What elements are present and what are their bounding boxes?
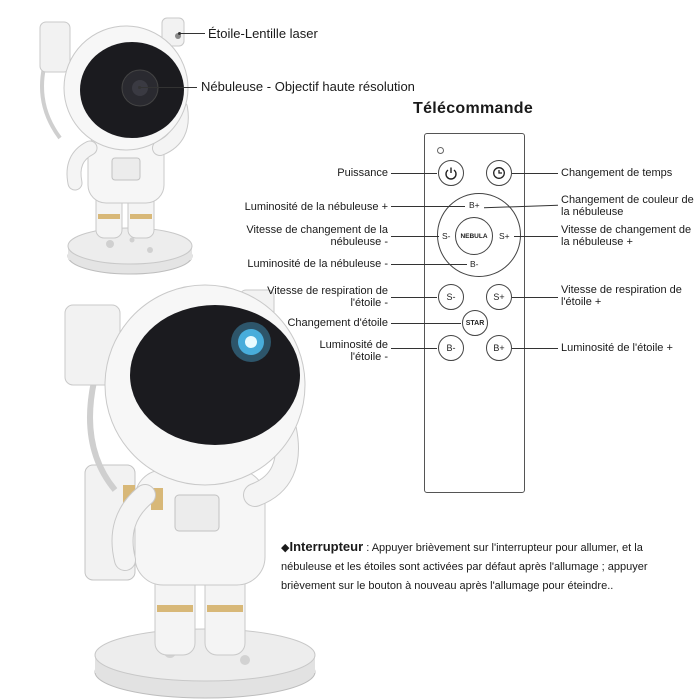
- laser-lens-line: [180, 33, 205, 34]
- nebula-lens-annotation: Nébuleuse - Objectif haute résolution: [201, 79, 415, 94]
- label-nebula-color: Changement de couleur de la nébuleuse: [561, 194, 694, 218]
- label-nebula-brightness-up: Luminosité de la nébuleuse +: [244, 201, 388, 213]
- nebula-speed-down-key[interactable]: S-: [442, 231, 451, 241]
- line-nebula-brightness-up: [391, 206, 465, 207]
- star-brightness-up-button[interactable]: B+: [486, 335, 512, 361]
- switch-note: ◆Interrupteur : Appuyer brièvement sur l…: [281, 537, 681, 596]
- line-star-brightness-down: [391, 348, 437, 349]
- power-button[interactable]: [438, 160, 464, 186]
- note-text: : Appuyer brièvement sur l'interrupteur …: [281, 542, 648, 592]
- label-nebula-speed-down: Vitesse de changement de la nébuleuse -: [246, 224, 388, 248]
- nebula-control-ring: [437, 193, 521, 277]
- laser-lens-annotation: Étoile-Lentille laser: [208, 26, 318, 41]
- nebula-speed-up-key[interactable]: S+: [499, 231, 510, 241]
- nebula-brightness-down-key[interactable]: B-: [470, 259, 479, 269]
- astronaut-large-illustration: [64, 284, 316, 699]
- star-breath-down-button[interactable]: S-: [438, 284, 464, 310]
- line-star-breath-down: [391, 297, 437, 298]
- astronaut-small-illustration: [39, 17, 193, 275]
- star-breath-up-button[interactable]: S+: [486, 284, 512, 310]
- label-star-breath-down: Vitesse de respiration de l'étoile -: [267, 285, 388, 309]
- timer-button[interactable]: [486, 160, 512, 186]
- line-power: [391, 173, 437, 174]
- laser-lens-pointer: [178, 32, 181, 35]
- star-brightness-down-button[interactable]: B-: [438, 335, 464, 361]
- line-star-change: [391, 323, 461, 324]
- line-nebula-speed-up: [514, 236, 558, 237]
- label-nebula-brightness-down: Luminosité de la nébuleuse -: [247, 258, 388, 270]
- line-star-brightness-up: [512, 348, 558, 349]
- remote-title: Télécommande: [413, 100, 534, 117]
- nebula-color-button[interactable]: NEBULA: [455, 217, 493, 255]
- label-star-brightness-up: Luminosité de l'étoile +: [561, 342, 673, 354]
- label-timer: Changement de temps: [561, 167, 673, 179]
- label-nebula-speed-up: Vitesse de changement de la nébuleuse +: [561, 224, 692, 248]
- star-change-button[interactable]: STAR: [462, 310, 488, 336]
- note-heading: Interrupteur: [289, 539, 364, 554]
- note-bullet-icon: ◆: [281, 542, 290, 554]
- remote-led: [437, 147, 444, 154]
- nebula-brightness-up-key[interactable]: B+: [469, 200, 480, 210]
- line-nebula-brightness-down: [391, 264, 467, 265]
- label-star-change: Changement d'étoile: [287, 317, 388, 329]
- line-nebula-speed-down: [391, 236, 439, 237]
- nebula-lens-pointer: [138, 86, 141, 89]
- timer-icon: [493, 167, 505, 179]
- nebula-lens-line: [140, 87, 197, 88]
- label-star-breath-up: Vitesse de respiration de l'étoile +: [561, 284, 682, 308]
- label-star-brightness-down: Luminosité de l'étoile -: [319, 339, 389, 363]
- line-star-breath-up: [512, 297, 558, 298]
- power-icon: [445, 167, 457, 180]
- label-power: Puissance: [337, 167, 388, 179]
- line-timer: [512, 173, 558, 174]
